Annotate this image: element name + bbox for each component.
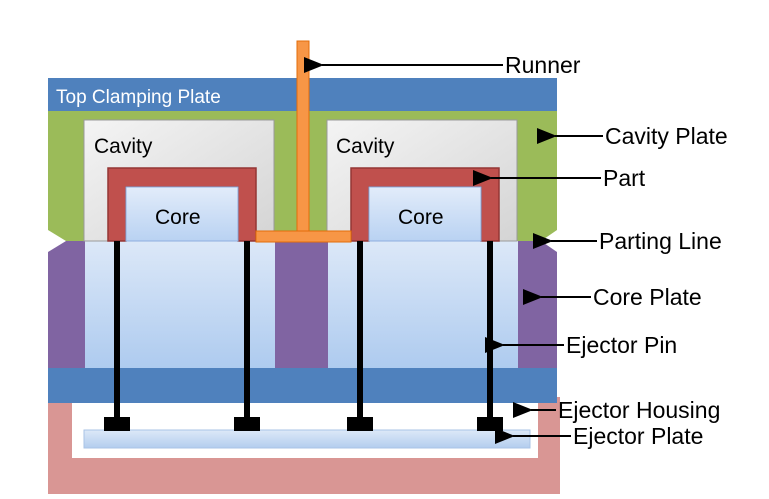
ejector-plate [83,429,531,449]
ejector-housing-callout: Ejector Housing [558,397,720,423]
runner-callout: Runner [505,52,581,78]
ejector-pins [104,241,503,431]
top-clamping-plate-label: Top Clamping Plate [56,87,221,108]
ejector-pin-1 [114,241,120,419]
part-callout: Part [603,165,646,191]
callout-arrows [304,57,603,444]
ejector-pin-1-head [104,417,130,431]
ejector-pin-4 [487,241,493,419]
parting-line-callout: Parting Line [599,228,722,254]
ejector-pin-2-head [234,417,260,431]
ejector-pin-2 [244,241,250,419]
core-plate-callout: Core Plate [593,284,702,310]
ejector-plate-callout: Ejector Plate [573,423,703,449]
core-right [368,186,482,242]
ejector-pin-callout: Ejector Pin [566,332,677,358]
cavity-left-label: Cavity [94,135,153,158]
core-left [125,186,239,242]
core-left-label: Core [155,206,201,229]
ejector-pin-3-head [347,417,373,431]
cavity-plate-callout: Cavity Plate [605,123,728,149]
runner-horizontal [255,230,352,243]
ejector-pin-4-head [477,417,503,431]
core-right-label: Core [398,206,444,229]
support-plate [48,368,557,403]
cavity-right-label: Cavity [336,135,395,158]
ejector-pin-3 [357,241,363,419]
runner-sprue [296,40,310,234]
